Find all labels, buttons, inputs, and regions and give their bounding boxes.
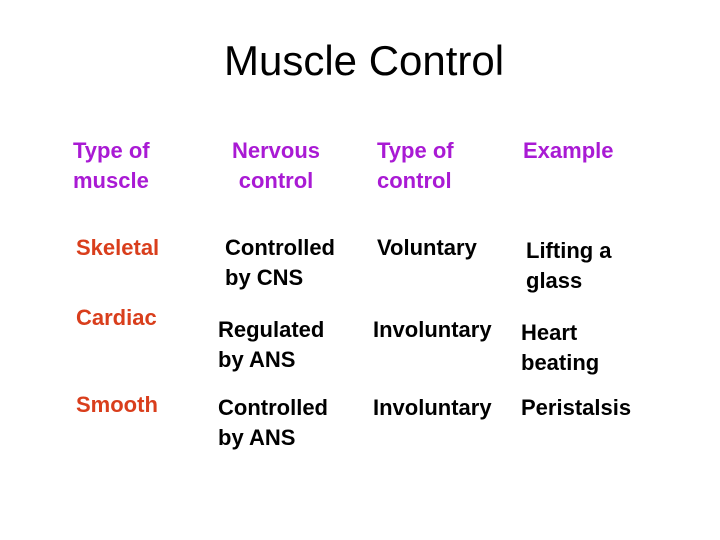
cell-cardiac-example: Heart beating — [521, 320, 600, 375]
slide-title: Muscle Control — [224, 37, 505, 84]
cell-skeletal-nervous-control: Controlled by CNS — [225, 235, 335, 290]
header-nervous-control: Nervous control — [231, 138, 321, 193]
cell-skeletal-type-of-control: Voluntary — [377, 235, 477, 260]
header-type-of-muscle: Type of muscle — [73, 138, 150, 193]
cell-smooth-nervous-control: Controlled by ANS — [218, 395, 328, 450]
cell-muscle-skeletal: Skeletal — [76, 235, 160, 260]
cell-smooth-example: Peristalsis — [521, 395, 632, 420]
cell-skeletal-example: Lifting a glass — [526, 238, 612, 293]
cell-cardiac-type-of-control: Involuntary — [373, 317, 492, 342]
cell-smooth-type-of-control: Involuntary — [373, 395, 492, 420]
cell-muscle-cardiac: Cardiac — [76, 305, 157, 330]
cell-muscle-smooth: Smooth — [76, 392, 158, 417]
header-example: Example — [523, 138, 614, 163]
cell-cardiac-nervous-control: Regulated by ANS — [218, 317, 325, 372]
header-type-of-control: Type of control — [377, 138, 454, 193]
